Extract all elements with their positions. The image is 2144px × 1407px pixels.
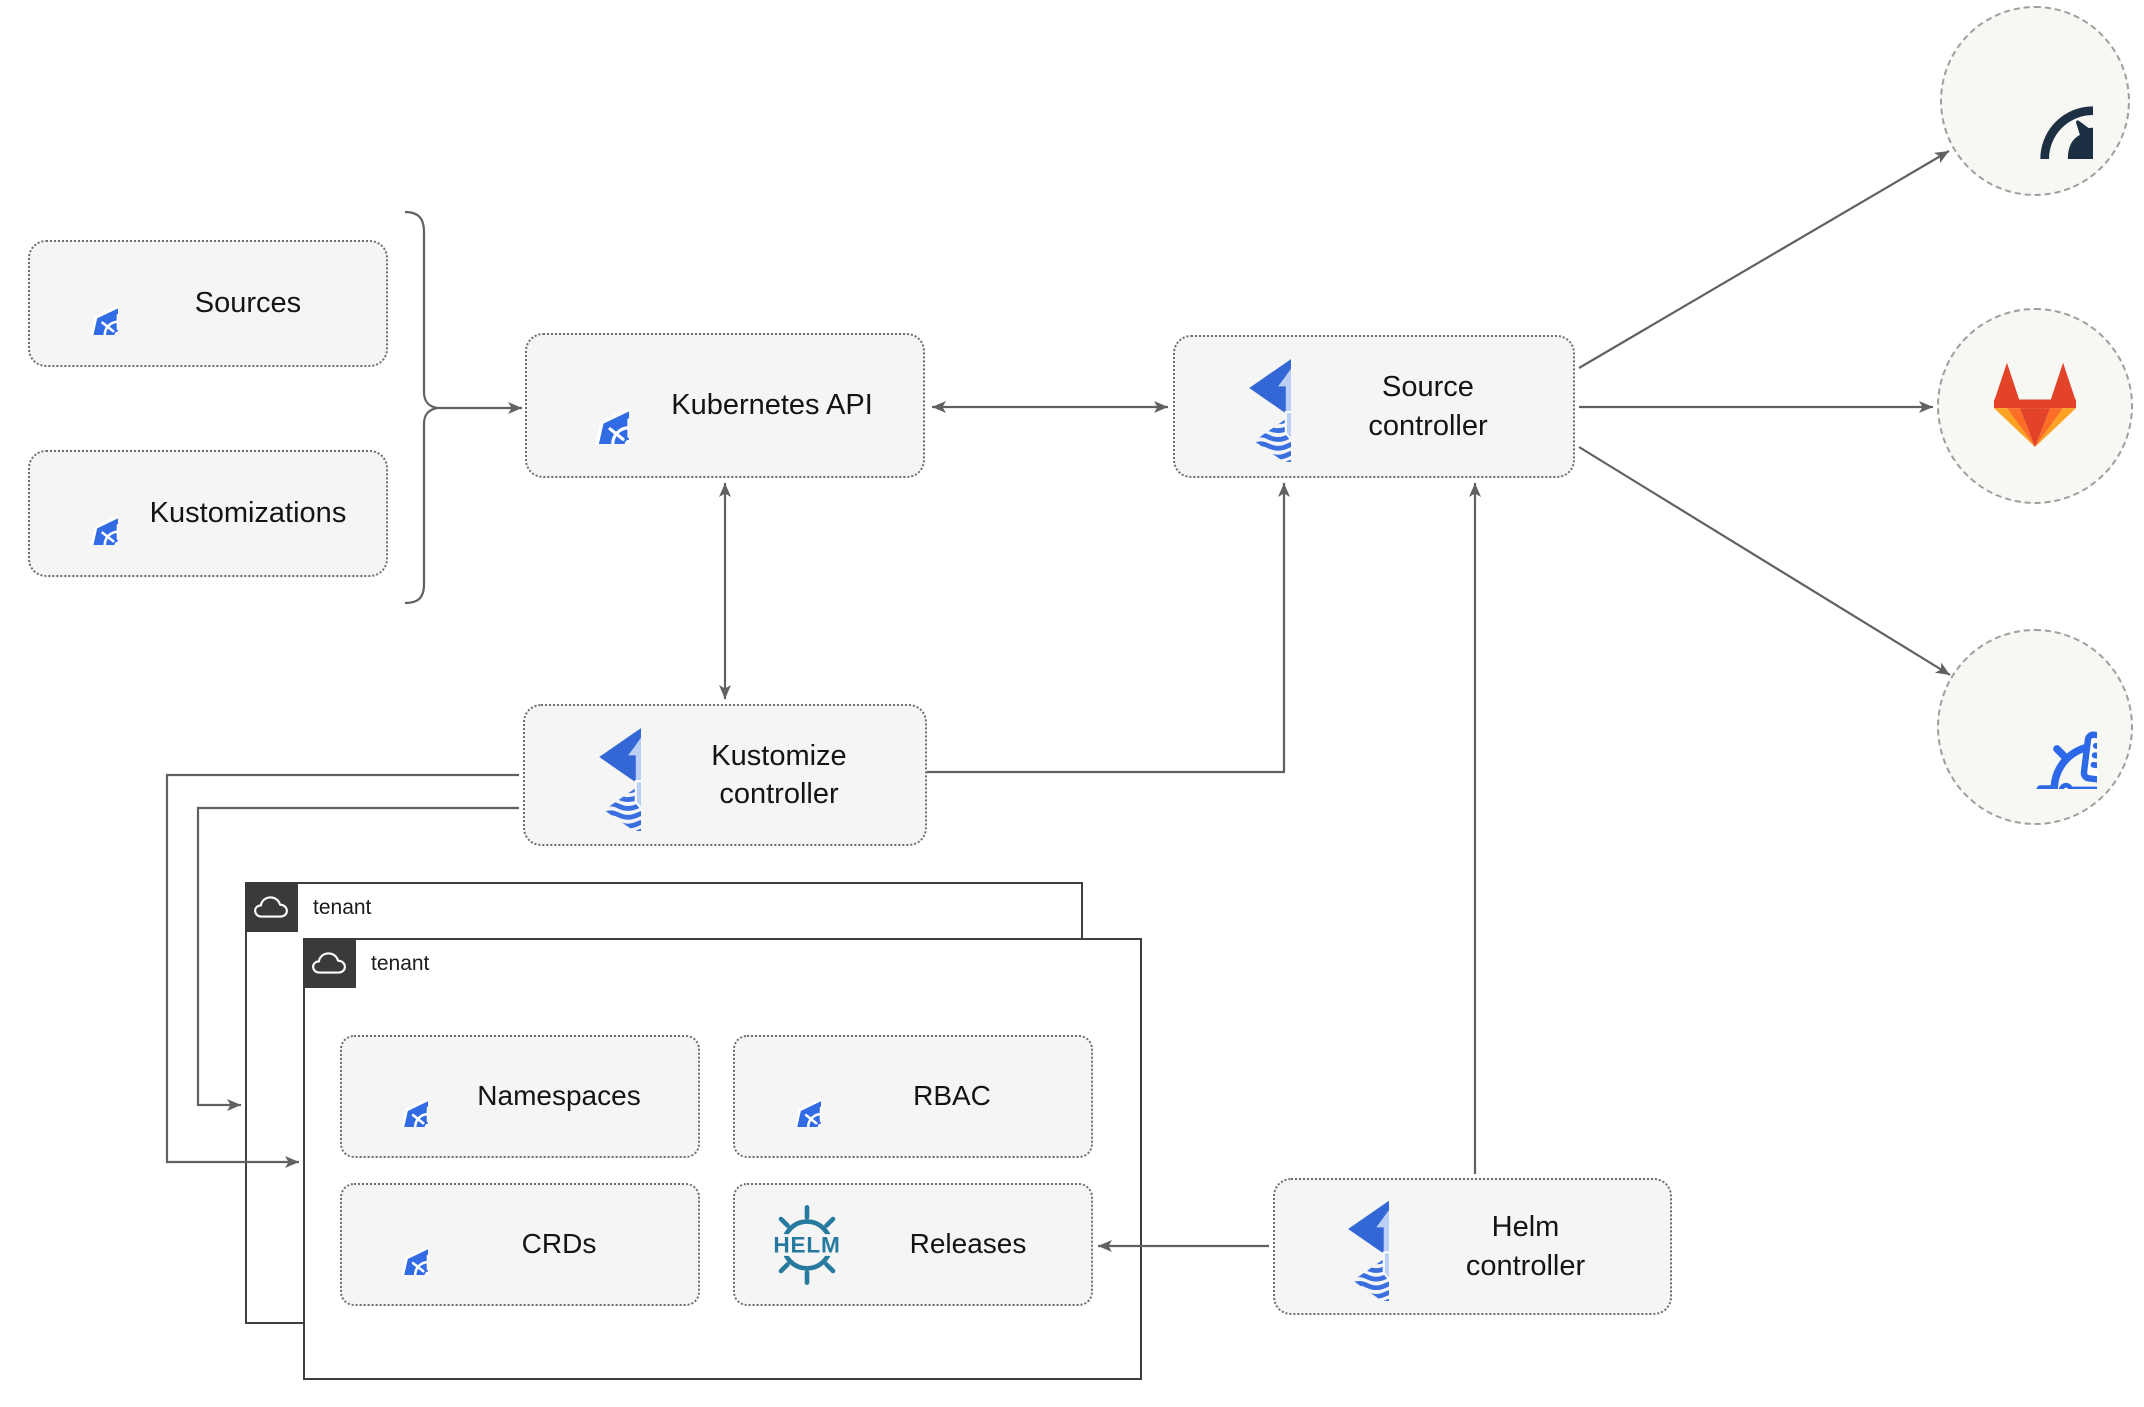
node-label: RBAC (913, 1080, 991, 1112)
cloud-icon (311, 950, 347, 976)
kubernetes-icon (368, 1215, 428, 1275)
node-namespaces: Namespaces (340, 1035, 700, 1158)
node-helm-controller: Helm controller (1273, 1178, 1672, 1315)
node-label: Kustomize controller (711, 739, 847, 810)
node-source-controller: Source controller (1173, 335, 1575, 478)
kubernetes-icon (56, 483, 118, 545)
node-label: CRDs (521, 1228, 597, 1260)
helm-icon: HELM (763, 1204, 851, 1285)
kustomize-icon (1973, 665, 2097, 789)
node-releases: HELM Releases (733, 1183, 1093, 1306)
tenant-inner-box: tenant (302, 937, 1142, 1380)
edge-source-github (1578, 150, 1950, 369)
kubernetes-icon (368, 1067, 428, 1127)
kustomize-circle (1937, 629, 2133, 825)
node-kustomize-controller: Kustomize controller (523, 704, 927, 846)
flux-icon (1201, 351, 1291, 462)
github-circle (1940, 6, 2130, 196)
node-sources: Sources (28, 240, 388, 367)
node-crds: CRDs (340, 1183, 700, 1306)
edge-source-kustomize-circle (1578, 446, 1951, 676)
kubernetes-icon (553, 368, 629, 444)
edge-kustomize-source (927, 483, 1290, 774)
node-label: Kustomizations (149, 497, 347, 530)
tenant-label: tenant (371, 952, 430, 975)
tenant-label: tenant (313, 896, 372, 919)
node-label: Releases (909, 1228, 1027, 1260)
node-kubernetes-api: Kubernetes API (525, 333, 925, 478)
tenant-badge (302, 937, 356, 988)
gitlab-circle (1937, 308, 2133, 504)
node-kustomizations: Kustomizations (28, 450, 388, 577)
node-label: Kubernetes API (671, 389, 873, 422)
kubernetes-icon (761, 1067, 821, 1127)
node-rbac: RBAC (733, 1035, 1093, 1158)
github-icon (1977, 43, 2093, 159)
node-label: Namespaces (477, 1080, 641, 1112)
tenant-badge (244, 881, 298, 932)
flux-icon (1301, 1193, 1389, 1301)
kubernetes-icon (56, 273, 118, 335)
edge-bracket (404, 210, 438, 605)
cloud-icon (253, 894, 289, 920)
node-label: Helm controller (1465, 1211, 1586, 1282)
helm-logo-text: HELM (773, 1232, 840, 1257)
gitlab-icon (1981, 358, 2089, 454)
node-label: Source controller (1368, 371, 1488, 442)
flux-icon (551, 720, 641, 831)
node-label: Sources (194, 287, 302, 320)
